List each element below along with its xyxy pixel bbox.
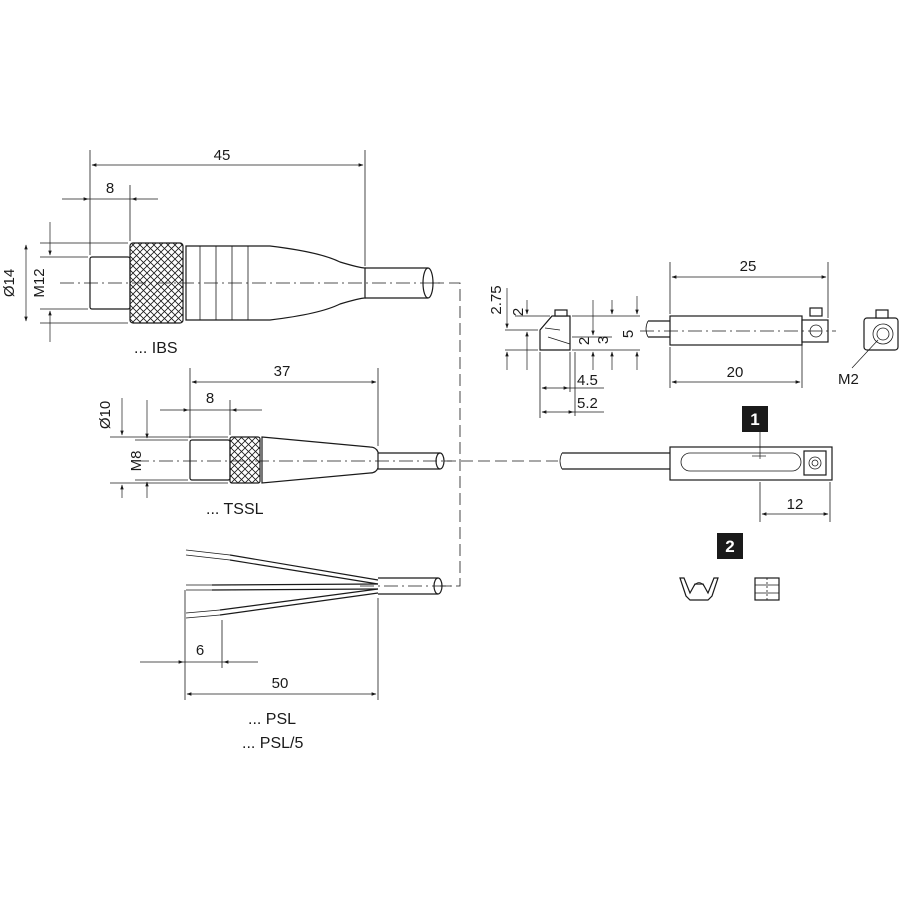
sensor-width-5-2: 5.2 [577, 395, 598, 412]
ibs-thread-length-label: 8 [106, 180, 114, 197]
sensor-dim-2-lower: 2 [576, 337, 593, 345]
sensor-dim-2-upper: 2 [510, 308, 527, 316]
psl-cable: 6 50 ... PSL ... PSL/5 [140, 549, 452, 752]
psl5-label: ... PSL/5 [242, 735, 303, 752]
ibs-thread-label: M12 [31, 268, 48, 297]
sensor-width-4-5: 4.5 [577, 372, 598, 389]
badge-2 [717, 533, 743, 559]
psl-wire-bottom [219, 588, 379, 611]
ibs-label: ... IBS [134, 340, 178, 357]
ibs-outer-diameter-label: Ø14 [1, 269, 18, 297]
ibs-connector: 45 8 Ø14 M12 ... IBS [1, 147, 440, 357]
tssl-thread-length-label: 8 [206, 390, 214, 407]
psl-length-label: 50 [272, 675, 289, 692]
sensor-dim-3: 3 [595, 336, 612, 344]
tssl-cable [378, 452, 440, 470]
badge-1-label: 1 [750, 410, 759, 429]
sensor-dim-2-75: 2.75 [488, 285, 505, 314]
psl-wire-top [229, 554, 379, 581]
sensor-length-25: 25 [740, 258, 757, 275]
ibs-length-label: 45 [214, 147, 231, 164]
mounting-clip-icon [679, 577, 719, 601]
psl-label: ... PSL [248, 711, 296, 728]
tssl-length-label: 37 [274, 363, 291, 380]
psl-cable-jacket [378, 577, 438, 595]
screw-thread-label: M2 [838, 371, 859, 388]
tssl-label: ... TSSL [206, 501, 264, 518]
sensor-top-cable [648, 320, 670, 338]
sensor-screw-offset-label: 12 [787, 496, 804, 513]
tssl-connector: 37 8 Ø10 M8 ... TSSL [97, 363, 452, 518]
tssl-thread-label: M8 [128, 451, 145, 472]
tssl-knurled-nut [229, 436, 261, 484]
sensor-cable [562, 452, 670, 470]
sensor-dim-5: 5 [620, 330, 637, 338]
adapter-block-icon [754, 577, 780, 601]
ibs-cable [365, 267, 428, 299]
sensor-top-view: 25 20 [640, 258, 836, 388]
tssl-body [261, 436, 379, 484]
psl-wire-middle [211, 583, 379, 586]
tssl-outer-diameter-label: Ø10 [97, 401, 114, 429]
sensor-side-view: 2.75 2 2 3 5 4.5 5.2 [488, 285, 640, 418]
psl-strip-length-label: 6 [196, 642, 204, 659]
sensor-length-20: 20 [727, 364, 744, 381]
sensor-end-view: M2 [838, 309, 899, 388]
badge-1 [742, 406, 768, 432]
tssl-thread [189, 439, 231, 481]
connection-line [432, 282, 562, 587]
sensor-front-view: 1 12 [559, 406, 833, 522]
badge-2-label: 2 [725, 537, 734, 556]
accessories: 2 [679, 533, 780, 601]
